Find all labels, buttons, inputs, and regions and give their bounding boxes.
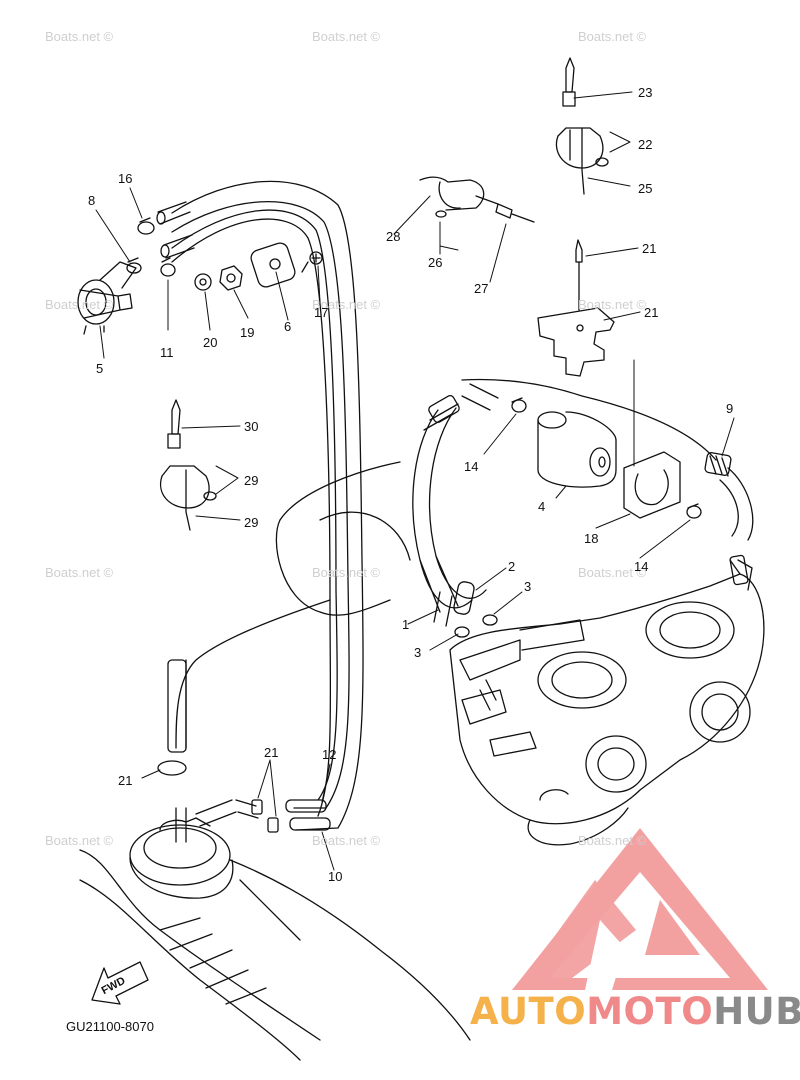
callout-21b: 21 xyxy=(118,773,133,788)
callout-23: 23 xyxy=(638,85,653,100)
automotohub-logo: AUTOMOTOHUB xyxy=(470,990,800,1033)
watermark: Boats.net © xyxy=(45,565,114,580)
canister-4 xyxy=(537,411,617,488)
callout-10: 10 xyxy=(328,869,343,884)
callout-27: 28 xyxy=(386,229,401,244)
watermark: Boats.net © xyxy=(578,297,647,312)
callout-11: 11 xyxy=(160,345,174,360)
callout-22: 22 xyxy=(638,137,653,152)
logo-auto: AUTO xyxy=(470,990,587,1033)
watermark: Boats.net © xyxy=(578,29,647,44)
callout-17: 17 xyxy=(314,305,329,320)
callout-24: 25 xyxy=(638,181,653,196)
callout-1: 1 xyxy=(402,617,410,632)
fwd-arrow xyxy=(91,961,149,1005)
callout-16: 20 xyxy=(203,335,218,350)
callout-26: 27 xyxy=(474,281,489,296)
leader-lines xyxy=(95,91,735,871)
callout-14: 14 xyxy=(464,459,479,474)
watermark: Boats.net © xyxy=(45,29,114,44)
watermark: Boats.net © xyxy=(312,565,381,580)
callout-15: 19 xyxy=(240,325,255,340)
callout-12: 12 xyxy=(322,747,337,762)
callout-21a: 21 xyxy=(264,745,279,760)
watermark: Boats.net © xyxy=(312,833,381,848)
watermark: Boats.net © xyxy=(578,565,647,580)
callout-29: 29 xyxy=(244,515,259,530)
callout-2: 2 xyxy=(508,559,516,574)
callout-25: 26 xyxy=(428,255,443,270)
callout-19: 21 xyxy=(644,305,659,320)
watermark: Boats.net © xyxy=(312,297,381,312)
watermark: Boats.net © xyxy=(45,297,114,312)
watermark: Boats.net © xyxy=(312,29,381,44)
diagram-code: GU21100-8070 xyxy=(66,1019,154,1034)
callout-8: 8 xyxy=(88,193,96,208)
watermark: Boats.net © xyxy=(45,833,114,848)
callout-20: 21 xyxy=(642,241,657,256)
logo-moto: MOTO xyxy=(586,990,714,1033)
callout-3b: 3 xyxy=(414,645,422,660)
callout-30: 30 xyxy=(244,419,259,434)
callout-6: 6 xyxy=(284,319,292,334)
callout-5: 5 xyxy=(96,361,104,376)
fuel-tank xyxy=(79,799,471,1061)
callout-13: 16 xyxy=(118,171,133,186)
callout-14b: 14 xyxy=(634,559,649,574)
logo-hub: HUB xyxy=(713,990,800,1033)
automotohub-mark xyxy=(512,828,768,990)
throttle-bodies xyxy=(449,554,765,846)
callout-28: 29 xyxy=(244,473,259,488)
callout-3a: 3 xyxy=(524,579,532,594)
callout-9: 9 xyxy=(726,401,734,416)
callout-18: 18 xyxy=(584,531,599,546)
watermark: Boats.net © xyxy=(578,833,647,848)
callout-4: 4 xyxy=(538,499,546,514)
